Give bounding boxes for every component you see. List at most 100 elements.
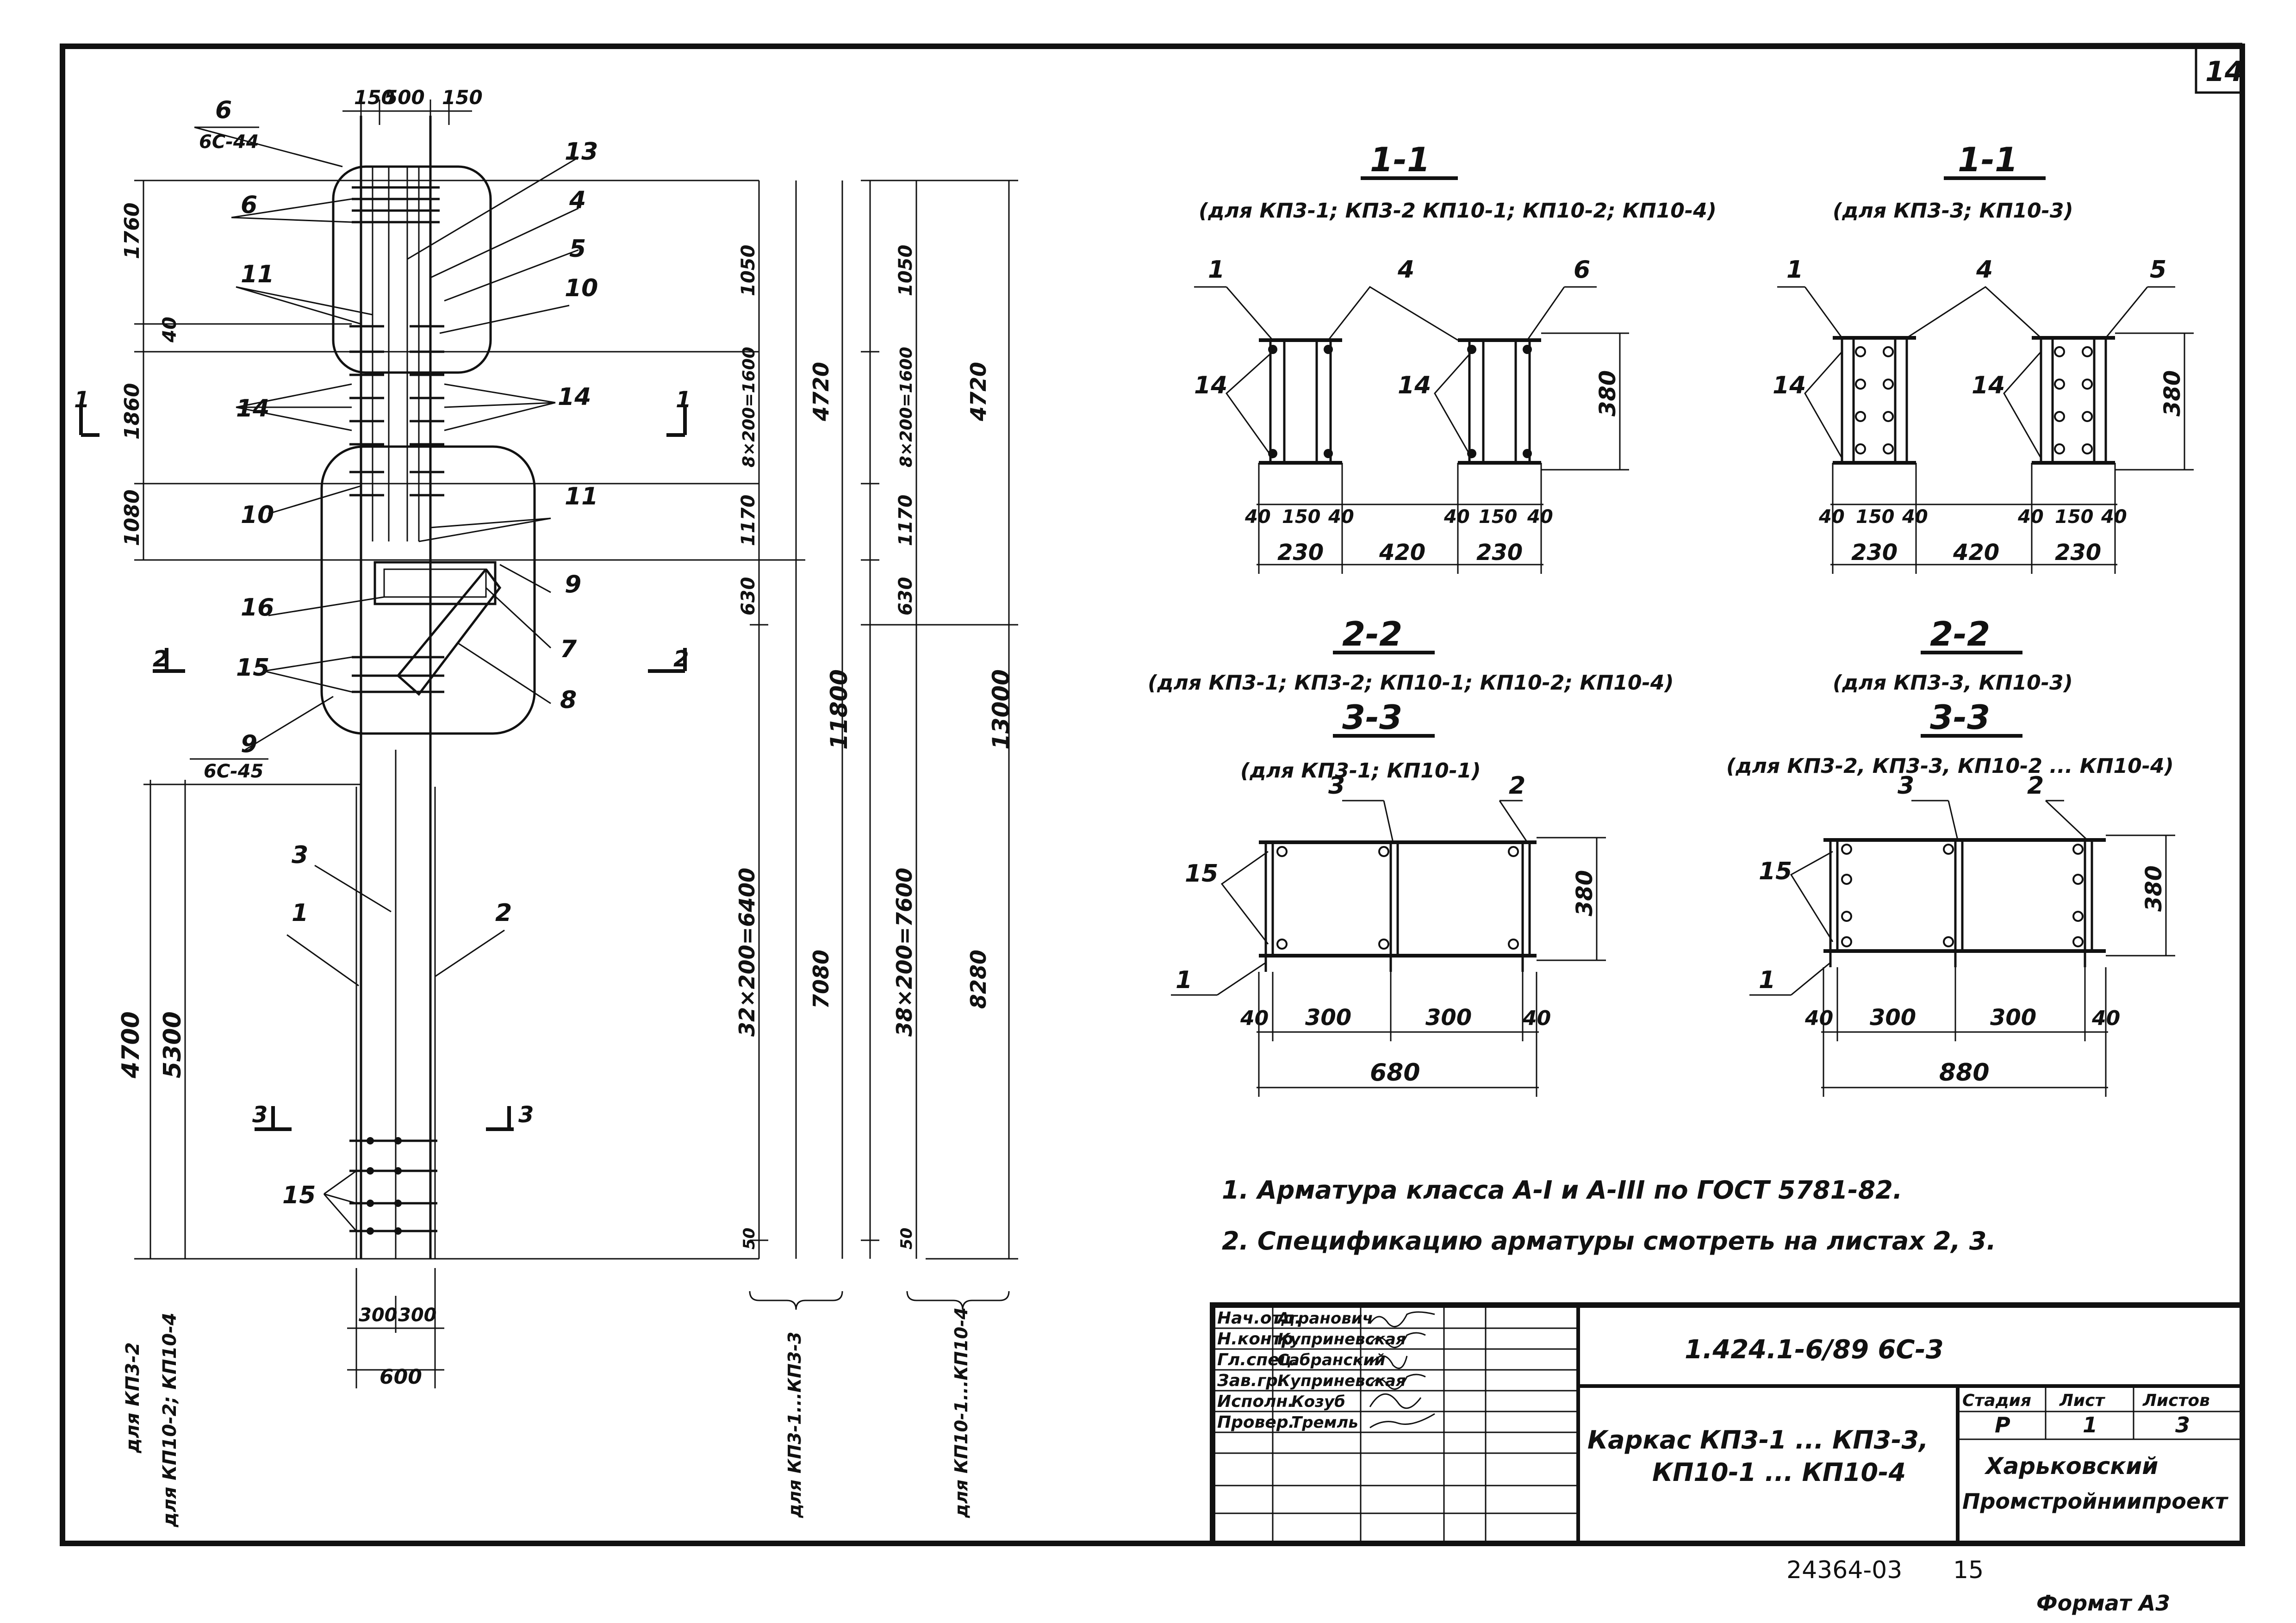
col5-4720: 4720: [966, 362, 991, 422]
s33a-label-3: 3: [1328, 772, 1345, 800]
col1-50: 50: [740, 1228, 759, 1250]
s11b-label-4: 4: [1976, 256, 1993, 284]
col1-1600: 8×200=1600: [740, 347, 759, 467]
org-2: Промстройниипроект: [1962, 1489, 2228, 1514]
name-0: Агранович: [1276, 1309, 1373, 1328]
s33a-label-2: 2: [1509, 772, 1525, 800]
section-title: 1-1: [1958, 140, 2018, 179]
s33b-total: 880: [1939, 1059, 1990, 1087]
s11a-sdim-3: 40: [1328, 506, 1354, 528]
top-dim-1: 150: [354, 86, 395, 109]
s33a-label-1: 1: [1176, 966, 1192, 994]
name-3: Куприневская: [1277, 1372, 1406, 1390]
section-3-3-left: 3-3 (для КП3-1; КП10-1) 3 2 15 1 380: [1171, 698, 1606, 1097]
col4-1600: 8×200=1600: [897, 347, 916, 467]
callout-11: 11: [241, 261, 274, 288]
s11b-label-14a: 14: [1773, 372, 1806, 399]
top-dim-3: 150: [442, 86, 483, 109]
signatures: [1369, 1311, 1435, 1429]
bottom-dim-300a: 300: [359, 1305, 398, 1326]
dimension-columns: 1050 8×200=1600 1170 630 32×200=6400 50 …: [734, 180, 1018, 1518]
s11b-sdim-1: 40: [1818, 506, 1845, 528]
col4-1170: 1170: [895, 495, 916, 546]
col3-11800: 11800: [826, 669, 852, 750]
s11a-dim-230a: 230: [1277, 540, 1324, 566]
section-subtitle: (для КП3-2, КП3-3, КП10-2 ... КП10-4): [1726, 754, 2174, 778]
col1-630: 630: [738, 577, 759, 616]
org-1: Харьковский: [1984, 1453, 2158, 1480]
note-2: 2. Спецификацию арматуры смотреть на лис…: [1222, 1226, 1996, 1256]
callout-14-left: 14: [236, 395, 269, 423]
s11a-label-6: 6: [1574, 256, 1590, 284]
footer-code: 24364-03: [1786, 1556, 1902, 1584]
callout-6-sub: 6С-44: [199, 131, 259, 153]
sheet-value: 1: [2083, 1412, 2097, 1437]
section-2-2-headers: 2-2 (для КП3-1; КП3-2; КП10-1; КП10-2; К…: [1148, 615, 2073, 695]
role-2: Гл.спец.: [1217, 1350, 1298, 1369]
callout-10-left: 10: [241, 501, 274, 529]
name-1: Куприневская: [1277, 1330, 1406, 1349]
col4-630: 630: [895, 577, 916, 616]
s33b-dim-300a: 300: [1870, 1005, 1916, 1031]
s22a-subtitle: (для КП3-1; КП3-2; КП10-1; КП10-2; КП10-…: [1148, 671, 1674, 695]
stage-header: Стадия: [1962, 1391, 2031, 1410]
sheet-header: Лист: [2059, 1391, 2105, 1410]
s33b-dim-40a: 40: [1804, 1007, 1833, 1030]
elevation-view: 150 500 150 1760 40 1860 1080 4700 5300 …: [74, 86, 805, 1528]
name-2: Сабранский: [1277, 1351, 1385, 1369]
cut-2-left: 2: [153, 646, 168, 672]
callout-8: 8: [560, 686, 577, 714]
col1-6400: 32×200=6400: [734, 868, 759, 1037]
notes: 1. Арматура класса А-I и А-III по ГОСТ 5…: [1222, 1175, 1996, 1256]
role-1: Н.контр.: [1217, 1330, 1300, 1349]
s33b-dim-300b: 300: [1990, 1005, 2036, 1031]
callout-13: 13: [565, 138, 598, 166]
s11b-label-5: 5: [2150, 256, 2166, 284]
callout-10-right: 10: [565, 274, 598, 302]
cut-1-right: 1: [676, 387, 691, 413]
s11b-label-1: 1: [1786, 256, 1803, 284]
s33a-dim-300a: 300: [1305, 1005, 1351, 1031]
doc-title-2: КП10-1 ... КП10-4: [1652, 1458, 1906, 1487]
footer-page: 15: [1953, 1556, 1984, 1584]
callout-9: 9: [241, 730, 257, 758]
section-3-3-right: 3-3 (для КП3-2, КП3-3, КП10-2 ... КП10-4…: [1726, 698, 2175, 1097]
top-dim-2: 500: [384, 86, 425, 109]
s33b-label-2: 2: [2027, 772, 2044, 800]
name-5: Тремль: [1291, 1413, 1358, 1432]
callout-1: 1: [292, 899, 308, 927]
s33a-height: 380: [1572, 870, 1598, 916]
section-markers: 1 1 2 2 3 3: [74, 387, 691, 1131]
col4-50: 50: [897, 1228, 916, 1250]
col1-1170: 1170: [738, 495, 759, 546]
footer: 24364-03 15 Формат А3: [1786, 1556, 2170, 1616]
cut-1-left: 1: [74, 387, 89, 413]
callout-14-right: 14: [558, 383, 591, 411]
s11a-label-1: 1: [1208, 256, 1225, 284]
brace-kp10: для КП10-1...КП10-4: [951, 1307, 971, 1518]
section-subtitle: (для КП3-3; КП10-3): [1833, 199, 2073, 223]
stage-value: Р: [1995, 1412, 2010, 1437]
col4-7600: 38×200=7600: [892, 868, 917, 1037]
s11a-sdim-2: 150: [1282, 506, 1321, 528]
s33b-label-1: 1: [1759, 966, 1775, 994]
callout-5: 5: [569, 235, 586, 263]
note-1: 1. Арматура класса А-I и А-III по ГОСТ 5…: [1222, 1175, 1902, 1205]
col5-8280: 8280: [966, 950, 991, 1009]
s11b-sdim-6: 40: [2101, 506, 2127, 528]
s33a-dim-40b: 40: [1522, 1007, 1551, 1030]
s11b-height: 380: [2159, 370, 2185, 417]
cut-3-right: 3: [518, 1102, 534, 1128]
section-title: 1-1: [1370, 140, 1430, 179]
title-block: Нач.отд. Н.контр. Гл.спец. Зав.гр. Испол…: [1210, 1302, 2245, 1546]
s33b-dim-40b: 40: [2091, 1007, 2120, 1030]
callout-15-lower: 15: [282, 1181, 316, 1209]
s33b-label-15: 15: [1759, 858, 1792, 885]
s11a-dim-230b: 230: [1476, 540, 1523, 566]
bottom-dim-300b: 300: [398, 1305, 437, 1326]
s11b-dim-230a: 230: [1851, 540, 1898, 566]
s11a-label-4: 4: [1397, 256, 1414, 284]
callout-16: 16: [241, 594, 274, 622]
s33a-label-15: 15: [1185, 860, 1218, 888]
col6-13000: 13000: [988, 669, 1014, 750]
